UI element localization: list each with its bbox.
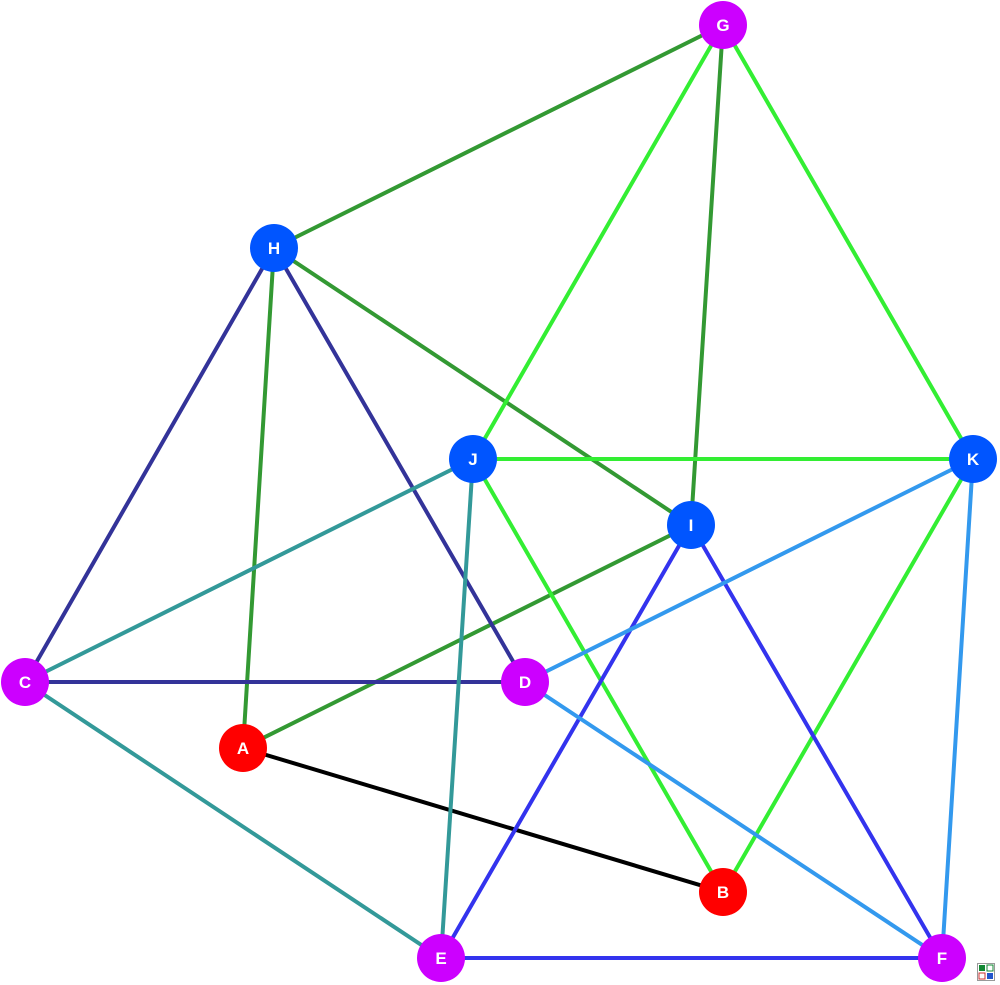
node-h[interactable]: H [250,224,298,272]
node-d[interactable]: D [501,658,549,706]
edge-g-h [272,23,725,250]
edge-h-a [241,246,276,750]
node-label: I [689,516,694,535]
node-label: E [435,949,446,968]
node-circle [667,501,715,549]
edge-k-d [523,457,975,684]
node-f[interactable]: F [918,934,966,982]
node-label: G [716,16,729,35]
node-label: K [967,450,980,469]
edge-j-c [23,457,475,684]
node-e[interactable]: E [417,934,465,982]
node-label: F [937,949,947,968]
node-a[interactable]: A [219,724,267,772]
node-circle [219,724,267,772]
edge-h-i [272,246,693,527]
edge-h-d [272,246,527,684]
edge-g-i [689,23,725,527]
edge-k-b [721,457,975,894]
node-label: D [519,673,531,692]
node-circle [699,868,747,916]
edge-i-e [439,523,693,960]
edge-i-f [689,523,944,960]
node-label: H [268,239,280,258]
node-circle [250,224,298,272]
edge-k-f [940,457,975,960]
node-circle [949,435,997,483]
node-circle [918,934,966,982]
app-logo-icon [977,963,995,981]
edge-h-c [23,246,276,684]
node-circle [501,658,549,706]
edge-i-a [241,523,693,750]
edges-layer [23,23,975,960]
edge-j-b [471,457,725,894]
node-c[interactable]: C [1,658,49,706]
node-label: B [717,883,729,902]
node-circle [417,934,465,982]
node-circle [449,435,497,483]
node-i[interactable]: I [667,501,715,549]
node-j[interactable]: J [449,435,497,483]
node-b[interactable]: B [699,868,747,916]
edge-j-e [439,457,475,960]
edge-g-j [471,23,725,461]
node-circle [699,1,747,49]
edge-d-f [523,680,944,960]
edge-a-b [241,746,725,894]
node-label: C [19,673,31,692]
node-label: A [237,739,249,758]
node-circle [1,658,49,706]
node-k[interactable]: K [949,435,997,483]
edge-g-k [721,23,975,461]
edge-c-e [23,680,443,960]
node-label: J [468,450,477,469]
node-g[interactable]: G [699,1,747,49]
